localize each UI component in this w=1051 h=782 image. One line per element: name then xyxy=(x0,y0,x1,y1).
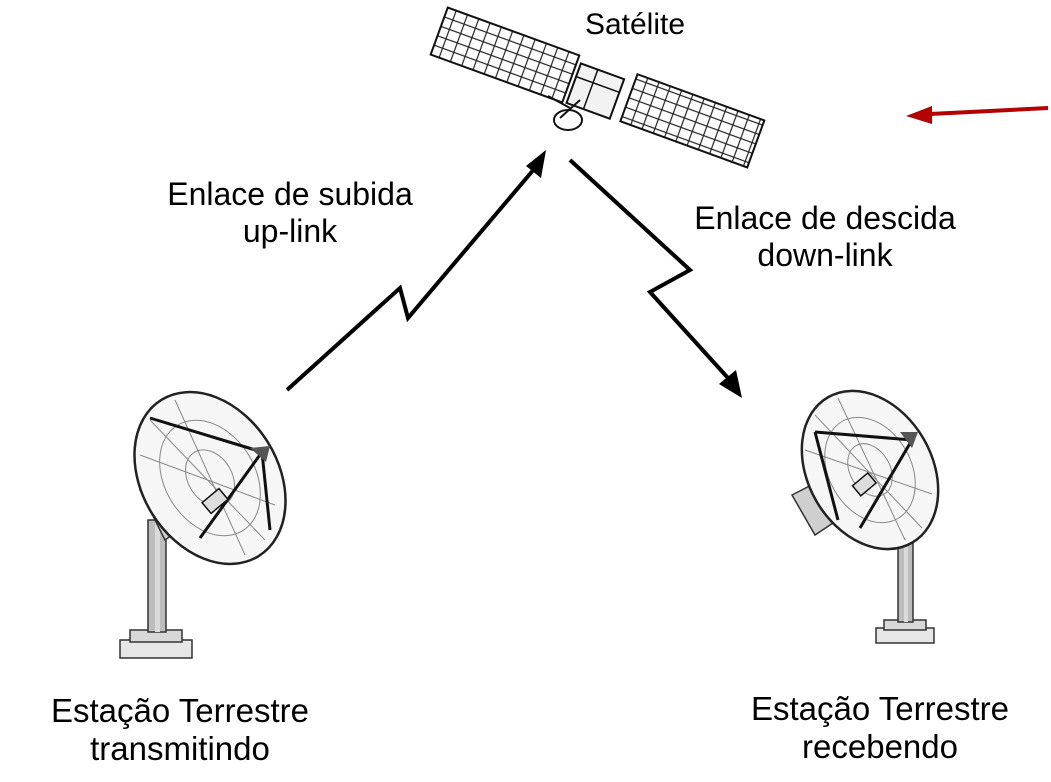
downlink-subtitle: down-link xyxy=(757,236,893,273)
satellite-label-text: Satélite xyxy=(584,8,686,41)
uplink-arrow xyxy=(285,150,546,392)
uplink-label: Enlace de subida up-link xyxy=(110,176,470,250)
satellite-label: Satélite xyxy=(560,8,710,43)
receiver-line2: recebendo xyxy=(802,727,958,765)
receiver-label: Estação Terrestre recebendo xyxy=(700,690,1051,766)
pointer-arrow xyxy=(906,106,1049,124)
uplink-title: Enlace de subida xyxy=(167,176,413,212)
downlink-title: Enlace de descida xyxy=(694,200,956,236)
satellite-icon xyxy=(429,6,766,169)
receiver-line1: Estação Terrestre xyxy=(750,690,1009,727)
transmitter-line1: Estação Terrestre xyxy=(50,692,309,729)
receive-dish-icon xyxy=(790,389,940,644)
transmit-dish-icon xyxy=(119,390,287,659)
uplink-subtitle: up-link xyxy=(242,212,338,249)
transmitter-line2: transmitindo xyxy=(90,729,270,767)
downlink-arrow xyxy=(568,158,742,398)
downlink-label: Enlace de descida down-link xyxy=(640,200,1010,274)
transmitter-label: Estação Terrestre transmitindo xyxy=(0,692,360,768)
